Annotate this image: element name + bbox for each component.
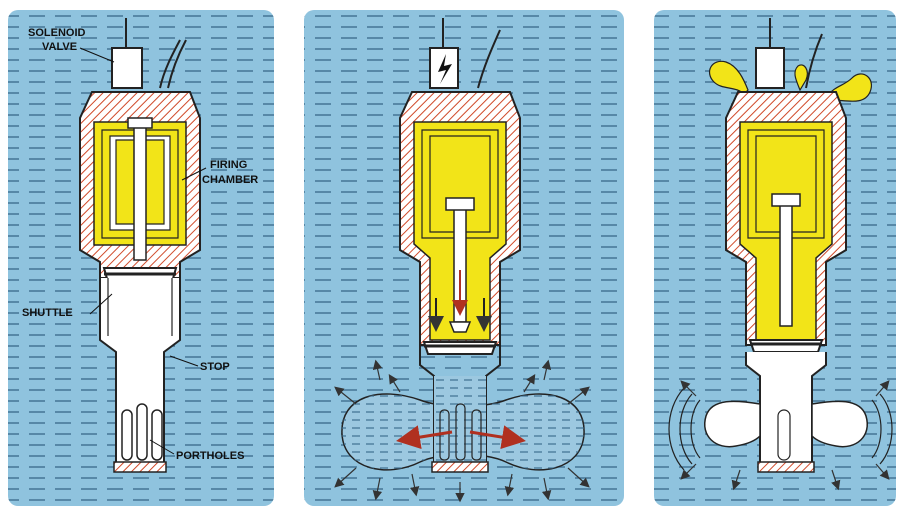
label-solenoid-valve-1: SOLENOID xyxy=(28,27,86,39)
shuttle xyxy=(750,340,822,352)
label-solenoid-valve-2: VALVE xyxy=(42,41,77,53)
porthole xyxy=(137,404,147,460)
solenoid-valve xyxy=(756,48,784,88)
expanding-air xyxy=(705,401,760,446)
panel-firing xyxy=(304,10,624,506)
label-firing-chamber-2: CHAMBER xyxy=(202,174,258,186)
expanding-air xyxy=(812,401,867,446)
porthole xyxy=(152,410,162,460)
shuttle-stem xyxy=(780,196,792,326)
shuttle-stem xyxy=(134,120,146,260)
panel-discharged xyxy=(654,10,896,506)
solenoid-valve xyxy=(112,48,142,88)
label-stop: STOP xyxy=(200,361,230,373)
porthole xyxy=(122,410,132,460)
panel-charged: SOLENOID VALVE FIRING CHAMBER SHUTTLE ST… xyxy=(8,10,274,506)
shuttle xyxy=(424,342,496,354)
label-firing-chamber-1: FIRING xyxy=(210,159,247,171)
label-portholes: PORTHOLES xyxy=(176,450,244,462)
label-shuttle: SHUTTLE xyxy=(22,307,73,319)
